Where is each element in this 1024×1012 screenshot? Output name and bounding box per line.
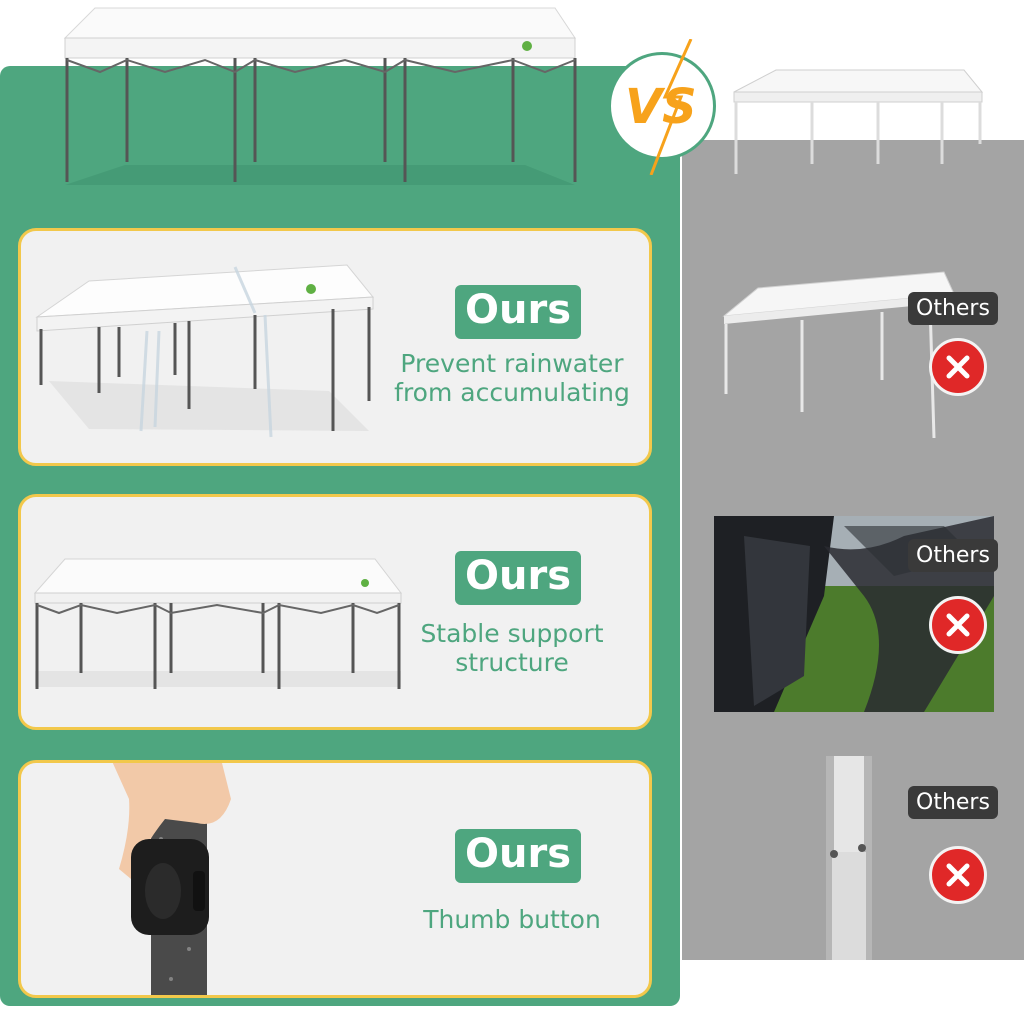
vs-badge: VS: [608, 39, 716, 175]
others-broken-tent-image: [714, 516, 994, 712]
x-glyph-icon: [946, 863, 970, 887]
thumb-button-hand-image: [112, 763, 231, 995]
ours-badge-1: Ours: [455, 285, 582, 339]
red-x-icon: [929, 596, 987, 654]
red-x-icon: [929, 338, 987, 396]
ours-top-canopy-image: [63, 7, 577, 185]
vs-label: VS: [625, 79, 697, 135]
ours-badge-3: Ours: [455, 829, 582, 883]
ours-card-structure: Ours Stable support structure: [18, 494, 652, 730]
x-glyph-icon: [946, 613, 970, 637]
feature-2-line-2: structure: [455, 648, 569, 677]
feature-text-1: Prevent rainwater from accumulating: [372, 349, 649, 407]
others-tag-2: Others: [908, 539, 998, 572]
others-top-canopy-image: [733, 69, 984, 174]
feature-1-line-2: from accumulating: [394, 378, 630, 407]
lightning-icon: [649, 39, 693, 175]
ours-card-rainwater: Ours Prevent rainwater from accumulating: [18, 228, 652, 466]
others-tag-1: Others: [908, 292, 998, 325]
ours-badge-2: Ours: [455, 551, 582, 605]
ours-canopy-rain-image: [35, 264, 375, 438]
feature-2-line-1: Stable support: [420, 619, 604, 648]
others-pole-pin-image: [826, 756, 872, 960]
feature-3-line-1: Thumb button: [423, 905, 601, 934]
ours-card-thumb-button: Ours Thumb button: [18, 760, 652, 998]
feature-1-line-1: Prevent rainwater: [400, 349, 624, 378]
feature-text-3: Thumb button: [372, 905, 649, 934]
others-tag-3: Others: [908, 786, 998, 819]
others-canopy-image: [722, 271, 955, 439]
x-glyph-icon: [946, 355, 970, 379]
red-x-icon: [929, 846, 987, 904]
feature-text-2: Stable support structure: [372, 619, 649, 677]
ours-canopy-structure-image: [33, 558, 403, 689]
